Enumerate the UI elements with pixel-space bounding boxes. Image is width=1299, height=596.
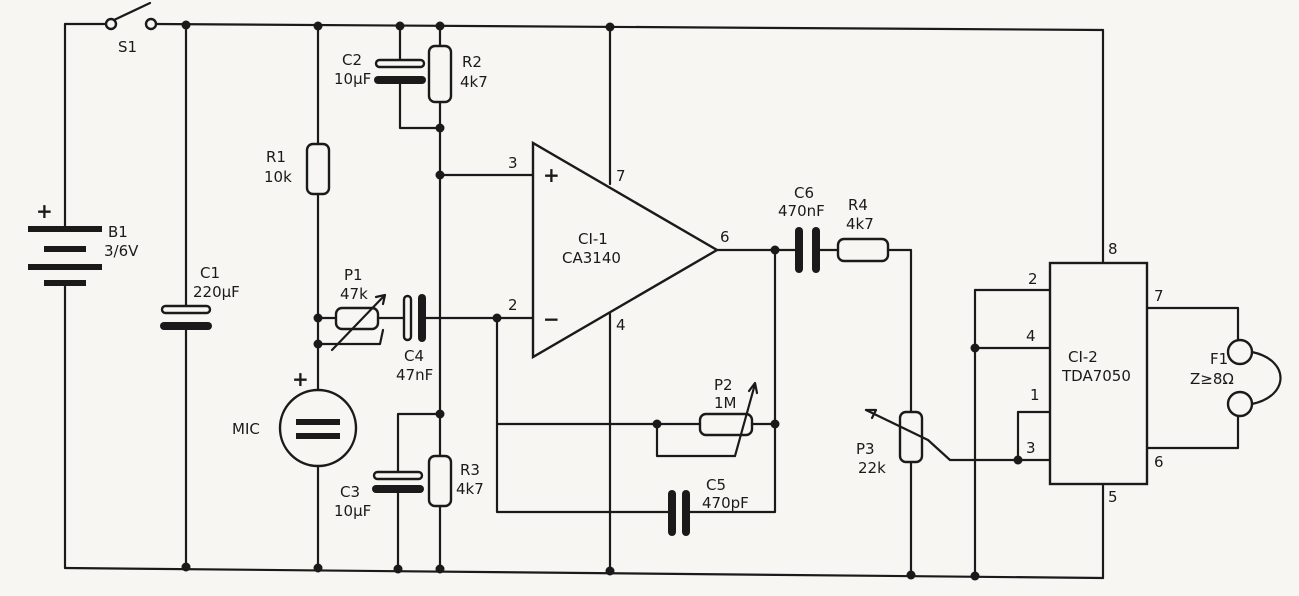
c6-label: C6 [794, 184, 814, 202]
ci2-label: CI-2 [1068, 348, 1098, 366]
r1-value: 10k [264, 168, 292, 186]
switch-s1: S1 [104, 1, 158, 56]
p2-value: 1M [714, 394, 737, 412]
p1-value: 47k [340, 285, 368, 303]
c4-label: C4 [404, 347, 424, 365]
battery-b1: + B1 3/6V [28, 199, 139, 286]
f1-value: Z≥8Ω [1190, 370, 1234, 388]
potentiometer-p1: P1 47k [330, 266, 387, 352]
r1-label: R1 [266, 148, 286, 166]
ci1-label: CI-1 [578, 230, 608, 248]
capacitor-c3: C3 10µF [334, 470, 424, 520]
opamp-plus-sign: + [543, 163, 560, 187]
capacitor-c4: C4 47nF [396, 294, 433, 384]
ci1-pin-4: 4 [616, 316, 626, 334]
p1-label: P1 [344, 266, 363, 284]
opamp-minus-sign: − [543, 307, 560, 331]
resistor-r3: R3 4k7 [427, 454, 484, 508]
battery-plus-sign: + [36, 199, 53, 223]
c3-label: C3 [340, 483, 360, 501]
potentiometer-p2: P2 1M [698, 376, 759, 458]
c2-label: C2 [342, 51, 362, 69]
ci2-pin-1: 1 [1030, 386, 1040, 404]
resistor-r1: R1 10k [264, 142, 331, 196]
ci1-pin-6: 6 [720, 228, 730, 246]
c5-label: C5 [706, 476, 726, 494]
c2-value: 10µF [334, 70, 371, 88]
r3-label: R3 [460, 461, 480, 479]
resistor-r4: R4 4k7 [836, 196, 890, 263]
ci2-value: TDA7050 [1061, 367, 1131, 385]
ci1-pin-2: 2 [508, 296, 518, 314]
junctions [181, 20, 1023, 581]
capacitor-c1: C1 220µF [160, 264, 240, 330]
p3-label: P3 [856, 440, 875, 458]
mic-plus-sign: + [292, 367, 309, 391]
c1-value: 220µF [193, 283, 240, 301]
p2-label: P2 [714, 376, 733, 394]
r2-label: R2 [462, 53, 482, 71]
ci2-pin-7: 7 [1154, 287, 1164, 305]
c5-value: 470pF [702, 494, 749, 512]
potentiometer-p3: P3 22k [856, 408, 930, 477]
ci1-pin-7: 7 [616, 167, 626, 185]
ci2-pin-5: 5 [1108, 488, 1118, 506]
r4-label: R4 [848, 196, 868, 214]
microphone-mic: + MIC [232, 367, 358, 468]
ci2-pin-4: 4 [1026, 327, 1036, 345]
capacitor-c5: C5 470pF [668, 476, 749, 536]
r2-value: 4k7 [460, 73, 488, 91]
capacitor-c6: C6 470nF [778, 184, 825, 273]
ic-ci2: CI-2 TDA7050 2 4 1 3 8 7 6 5 [1026, 240, 1164, 506]
c4-value: 47nF [396, 366, 433, 384]
f1-label: F1 [1210, 350, 1228, 368]
b1-label: B1 [108, 223, 128, 241]
c1-label: C1 [200, 264, 220, 282]
capacitor-c2: C2 10µF [334, 51, 426, 88]
ci2-pin-2: 2 [1028, 270, 1038, 288]
p3-value: 22k [858, 459, 886, 477]
ci2-pin-8: 8 [1108, 240, 1118, 258]
ci2-pin-3: 3 [1026, 439, 1036, 457]
ci2-pin-6: 6 [1154, 453, 1164, 471]
earphone-f1: F1 Z≥8Ω [1190, 338, 1282, 418]
c6-value: 470nF [778, 202, 825, 220]
wires [63, 22, 1240, 580]
mic-label: MIC [232, 420, 260, 438]
ci1-pin-3: 3 [508, 154, 518, 172]
r4-value: 4k7 [846, 215, 874, 233]
ci1-value: CA3140 [562, 249, 621, 267]
resistor-r2: R2 4k7 [427, 44, 488, 104]
b1-value: 3/6V [104, 242, 139, 260]
r3-value: 4k7 [456, 480, 484, 498]
opamp-ci1: + − CI-1 CA3140 3 2 7 4 6 [508, 140, 730, 360]
s1-label: S1 [118, 38, 137, 56]
c3-value: 10µF [334, 502, 371, 520]
